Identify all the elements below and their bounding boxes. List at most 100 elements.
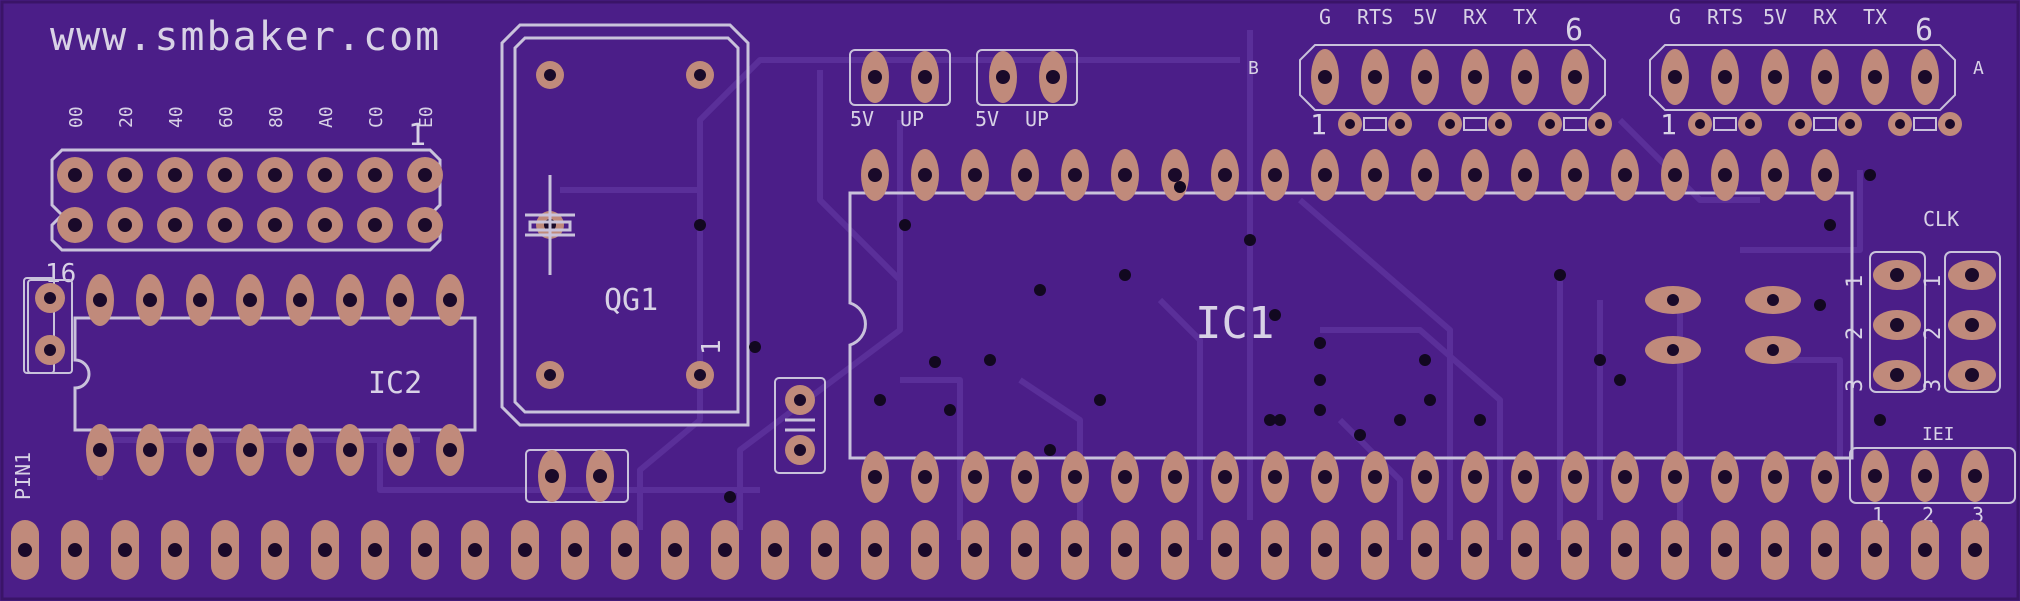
resistor-row	[1338, 112, 1962, 136]
via	[1314, 404, 1326, 416]
jumper1-5v-label: 5V	[850, 107, 874, 131]
drill-hole	[668, 543, 682, 557]
drill-hole	[618, 543, 632, 557]
drill-hole	[1168, 543, 1182, 557]
jumper2-5v-label: 5V	[975, 107, 999, 131]
drill-hole	[1795, 119, 1805, 129]
drill-hole	[1768, 470, 1782, 484]
ic2-label: IC2	[368, 366, 422, 401]
drill-hole	[1368, 470, 1382, 484]
jumper2-up-label: UP	[1025, 107, 1049, 131]
serial-pin-label: TX	[1863, 5, 1887, 29]
serial-pin-label: RX	[1813, 5, 1837, 29]
drill-hole	[1518, 543, 1532, 557]
drill-hole	[1768, 543, 1782, 557]
via	[1034, 284, 1046, 296]
serial-pin-label: RTS	[1357, 5, 1393, 29]
clk-right-row3: 3	[1921, 379, 1946, 392]
jumper1-up-label: UP	[900, 107, 924, 131]
via	[1824, 219, 1836, 231]
drill-hole	[545, 469, 559, 483]
drill-hole	[1418, 543, 1432, 557]
via	[1554, 269, 1566, 281]
drill-hole	[1668, 70, 1682, 84]
qg1-oscillator: QG1 1	[500, 23, 750, 427]
drill-hole	[1395, 119, 1405, 129]
drill-hole	[1318, 70, 1332, 84]
drill-hole	[868, 543, 882, 557]
pin1-label: PIN1	[11, 452, 35, 500]
iei-label: IEI	[1922, 424, 1955, 445]
clk-right-row1: 1	[1921, 275, 1946, 288]
drill-hole	[168, 168, 182, 182]
drill-hole	[1890, 318, 1904, 332]
drill-hole	[118, 168, 132, 182]
drill-hole	[1318, 168, 1332, 182]
drill-hole	[1618, 543, 1632, 557]
drill-hole	[418, 543, 432, 557]
resistor-body	[1713, 117, 1737, 131]
via	[1094, 394, 1106, 406]
drill-hole	[368, 218, 382, 232]
drill-hole	[1718, 168, 1732, 182]
ic1-footprint: IC1	[848, 149, 1854, 503]
drill-hole	[1818, 470, 1832, 484]
jumper-5v-up-2: 5V UP	[975, 49, 1078, 131]
addr-header-pin1-label: 1	[408, 118, 426, 153]
qg1-label: QG1	[604, 283, 658, 318]
via	[1864, 169, 1876, 181]
drill-hole	[518, 543, 532, 557]
drill-hole	[1518, 70, 1532, 84]
drill-hole	[1818, 168, 1832, 182]
drill-hole	[1595, 119, 1605, 129]
drill-hole	[1068, 543, 1082, 557]
drill-hole	[818, 543, 832, 557]
drill-hole	[918, 168, 932, 182]
drill-hole	[393, 293, 407, 307]
drill-hole	[468, 543, 482, 557]
via	[1044, 444, 1056, 456]
drill-hole	[268, 218, 282, 232]
drill-hole	[1668, 168, 1682, 182]
drill-hole	[1118, 543, 1132, 557]
drill-hole	[143, 443, 157, 457]
drill-hole	[1568, 543, 1582, 557]
serial-b-pin6-label: 6	[1565, 13, 1583, 48]
qg1-pin1-label: 1	[697, 339, 727, 355]
drill-hole	[1618, 470, 1632, 484]
serial-pin-label: RX	[1463, 5, 1487, 29]
drill-hole	[568, 543, 582, 557]
ic1-label: IC1	[1195, 298, 1274, 349]
drill-hole	[768, 543, 782, 557]
drill-hole	[1968, 469, 1982, 483]
ic2-footprint: IC2 16	[45, 259, 477, 476]
drill-hole	[1695, 119, 1705, 129]
drill-hole	[1845, 119, 1855, 129]
drill-hole	[1118, 168, 1132, 182]
drill-hole	[343, 293, 357, 307]
drill-hole	[1068, 168, 1082, 182]
drill-hole	[1545, 119, 1555, 129]
drill-hole	[118, 543, 132, 557]
drill-hole	[93, 293, 107, 307]
drill-hole	[1868, 469, 1882, 483]
addr-header-label: C0	[366, 106, 387, 128]
via	[1814, 299, 1826, 311]
via	[944, 404, 956, 416]
serial-a-pin1-label: 1	[1660, 108, 1677, 141]
via	[1394, 414, 1406, 426]
drill-hole	[218, 168, 232, 182]
drill-hole	[293, 293, 307, 307]
serial-a-name: A	[1973, 58, 1984, 79]
drill-hole	[868, 470, 882, 484]
drill-hole	[1568, 470, 1582, 484]
via	[1274, 414, 1286, 426]
via	[1594, 354, 1606, 366]
addr-header-label: E0	[416, 106, 437, 128]
via	[1474, 414, 1486, 426]
drill-hole	[243, 293, 257, 307]
drill-hole	[1568, 70, 1582, 84]
via	[1314, 337, 1326, 349]
